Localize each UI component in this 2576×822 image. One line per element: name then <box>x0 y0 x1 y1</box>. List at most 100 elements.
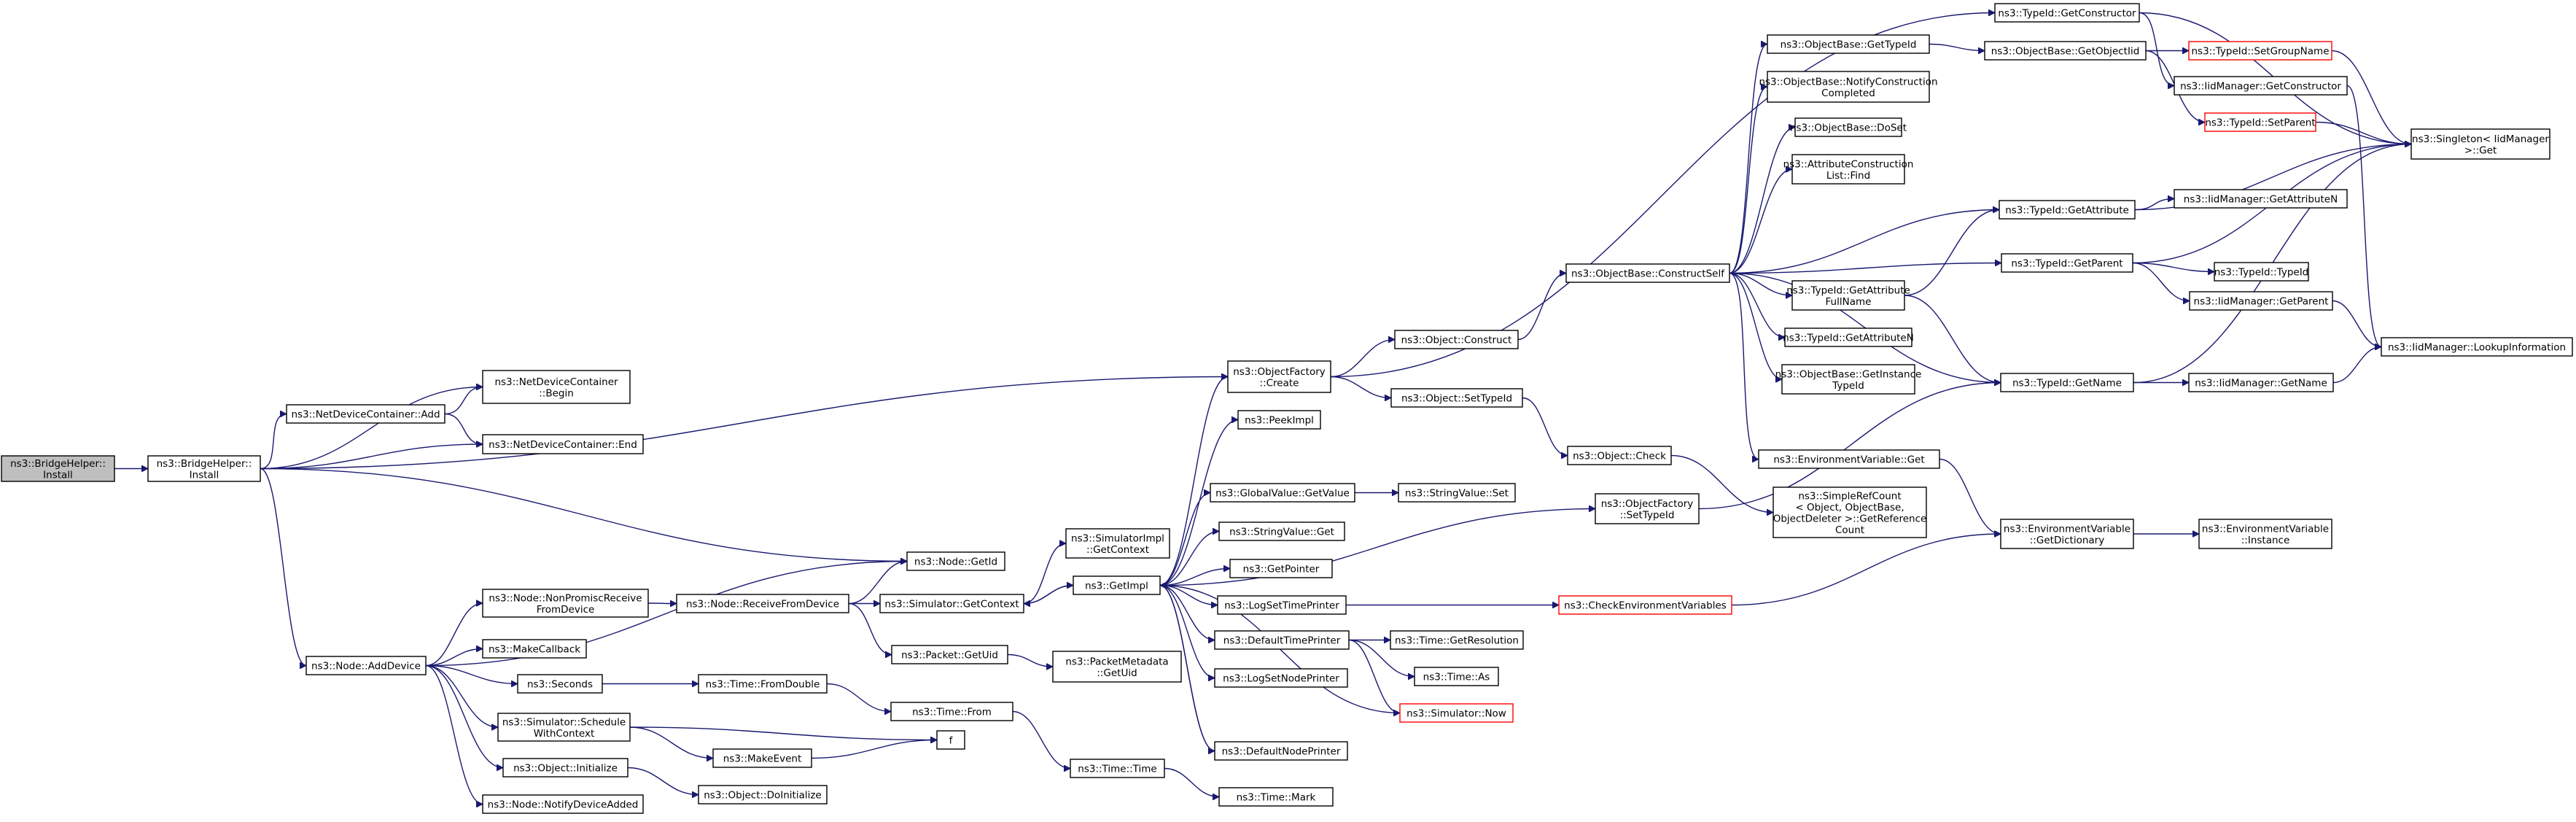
node-iidmanager-getname[interactable]: ns3::IidManager::GetName <box>2188 373 2334 392</box>
node-objectfactory-create[interactable]: ns3::ObjectFactory::Create <box>1227 360 1331 393</box>
node-label: ns3::Time::FromDouble <box>706 679 820 691</box>
node-makecallback[interactable]: ns3::MakeCallback <box>482 639 587 659</box>
node-label: ns3::ObjectBase::ConstructSelf <box>1571 268 1725 280</box>
call-edge-node-adddevice-to-object-initialize <box>425 664 503 768</box>
node-typeid-setgroupname[interactable]: ns3::TypeId::SetGroupName <box>2188 41 2332 61</box>
node-defaultnodeprinter[interactable]: ns3::DefaultNodePrinter <box>1214 741 1348 761</box>
node-iidmanager-getconstructor[interactable]: ns3::IidManager::GetConstructor <box>2174 76 2348 96</box>
node-label: ns3::GetImpl <box>1085 581 1148 592</box>
node-peekimpl[interactable]: ns3::PeekImpl <box>1237 410 1321 430</box>
node-environmentvariable-instance[interactable]: ns3::EnvironmentVariable::Instance <box>2198 519 2332 549</box>
node-typeid-getname[interactable]: ns3::TypeId::GetName <box>2000 373 2134 392</box>
node-time-as[interactable]: ns3::Time::As <box>1414 667 1499 686</box>
node-objectbase-doset[interactable]: ns3::ObjectBase::DoSet <box>1790 117 1907 137</box>
node-object-construct[interactable]: ns3::Object::Construct <box>1394 330 1519 349</box>
node-time-time[interactable]: ns3::Time::Time <box>1070 759 1165 778</box>
call-edge-bridgehelper-install-to-node-getid <box>260 468 907 562</box>
node-netdevicecontainer-add[interactable]: ns3::NetDeviceContainer::Add <box>286 404 445 424</box>
node-label: ns3::StringValue::Set <box>1405 488 1509 500</box>
node-box <box>147 455 261 482</box>
node-label: ns3::Time::As <box>1423 672 1490 683</box>
node-box <box>2204 112 2316 132</box>
node-objectbase-constructself[interactable]: ns3::ObjectBase::ConstructSelf <box>1565 263 1730 283</box>
node-f[interactable]: f <box>936 730 965 750</box>
call-edge-iidmanager-getparent-to-iidmanager-lookupinformation <box>2332 300 2382 347</box>
node-label: ns3::MakeEvent <box>723 753 802 765</box>
node-getpointer[interactable]: ns3::GetPointer <box>1229 559 1333 578</box>
call-edge-node-adddevice-to-node-notifydeviceadded <box>425 664 483 804</box>
node-box <box>1767 34 1930 54</box>
node-packet-getuid[interactable]: ns3::Packet::GetUid <box>891 645 1008 664</box>
node-label: ns3::NetDeviceContainer::Add <box>291 409 440 421</box>
node-label: ns3::ObjectBase::GetTypeId <box>1781 39 1917 51</box>
node-node-adddevice[interactable]: ns3::Node::AddDevice <box>306 656 427 675</box>
node-objectbase-notifyconstructioncompleted[interactable]: ns3::ObjectBase::NotifyConstructionCompl… <box>1759 71 1938 103</box>
node-simplerefcount[interactable]: ns3::SimpleRefCount< Object, ObjectBase,… <box>1773 486 1927 538</box>
node-label: ns3::Time::Time <box>1078 764 1156 775</box>
node-label: ns3::NetDeviceContainer <box>494 376 618 388</box>
node-box <box>1595 493 1700 524</box>
node-netdevicecontainer-end[interactable]: ns3::NetDeviceContainer::End <box>482 434 644 454</box>
node-object-check[interactable]: ns3::Object::Check <box>1567 446 1672 465</box>
node-typeid-getconstructor[interactable]: ns3::TypeId::GetConstructor <box>1994 3 2140 23</box>
node-node-getid[interactable]: ns3::Node::GetId <box>906 551 1005 571</box>
node-logsetnodeprinter[interactable]: ns3::LogSetNodePrinter <box>1214 668 1348 688</box>
node-simulator-now[interactable]: ns3::Simulator::Now <box>1399 703 1514 723</box>
node-box <box>712 748 812 768</box>
node-box <box>2381 337 2573 357</box>
node-defaulttimeprinter[interactable]: ns3::DefaultTimePrinter <box>1214 630 1350 650</box>
node-label: ns3::Packet::GetUid <box>901 650 998 662</box>
node-box <box>879 594 1024 613</box>
node-checkenvironmentvariables[interactable]: ns3::CheckEnvironmentVariables <box>1558 595 1732 615</box>
node-time-fromdouble[interactable]: ns3::Time::FromDouble <box>698 674 828 694</box>
node-objectbase-getobjectiid[interactable]: ns3::ObjectBase::GetObjectIid <box>1984 41 2147 61</box>
node-object-settypeid[interactable]: ns3::Object::SetTypeId <box>1390 388 1523 408</box>
node-simulator-getcontext[interactable]: ns3::Simulator::GetContext <box>879 594 1024 613</box>
node-iidmanager-lookupinformation[interactable]: ns3::IidManager::LookupInformation <box>2381 337 2573 357</box>
node-typeid-getparent[interactable]: ns3::TypeId::GetParent <box>2001 253 2133 273</box>
node-bridgehelper-install-root[interactable]: ns3::BridgeHelper::Install <box>1 455 115 482</box>
node-label: ns3::PacketMetadata <box>1065 656 1168 667</box>
node-objectbase-gettypeid[interactable]: ns3::ObjectBase::GetTypeId <box>1767 34 1930 54</box>
node-time-getresolution[interactable]: ns3::Time::GetResolution <box>1390 630 1524 650</box>
node-getimpl[interactable]: ns3::GetImpl <box>1073 575 1161 595</box>
node-box <box>497 713 631 742</box>
node-label: ns3::Object::Construct <box>1401 335 1512 346</box>
node-node-receivefromdevice[interactable]: ns3::Node::ReceiveFromDevice <box>676 594 849 613</box>
node-label: ns3::TypeId::GetParent <box>2011 258 2122 270</box>
node-packetmetadata-getuid[interactable]: ns3::PacketMetadata::GetUid <box>1052 651 1182 683</box>
node-environmentvariable-getdictionary[interactable]: ns3::EnvironmentVariable::GetDictionary <box>2000 519 2134 549</box>
node-time-from[interactable]: ns3::Time::From <box>890 702 1013 721</box>
node-typeid-setparent[interactable]: ns3::TypeId::SetParent <box>2204 112 2316 132</box>
node-netdevicecontainer-begin[interactable]: ns3::NetDeviceContainer::Begin <box>482 370 631 404</box>
node-iidmanager-getattributen[interactable]: ns3::IidManager::GetAttributeN <box>2174 189 2348 209</box>
node-typeid-getattributen[interactable]: ns3::TypeId::GetAttributeN <box>1783 327 1914 347</box>
call-edge-objectfactory-create-to-typeid-getconstructor <box>1330 13 1995 378</box>
node-logsettimeprinter[interactable]: ns3::LogSetTimePrinter <box>1217 595 1347 615</box>
node-typeid-typeid[interactable]: ns3::TypeId::TypeId <box>2214 262 2309 282</box>
node-object-initialize[interactable]: ns3::Object::Initialize <box>502 758 629 778</box>
node-environmentvariable-get[interactable]: ns3::EnvironmentVariable::Get <box>1758 449 1940 469</box>
node-bridgehelper-install[interactable]: ns3::BridgeHelper::Install <box>147 455 261 482</box>
call-edge-environmentvariable-get-to-environmentvariable-getdictionary <box>1939 458 2001 535</box>
node-singleton-get[interactable]: ns3::Singleton< IidManager>::Get <box>2410 128 2550 160</box>
node-stringvalue-set[interactable]: ns3::StringValue::Set <box>1398 483 1516 503</box>
node-node-notifydeviceadded[interactable]: ns3::Node::NotifyDeviceAdded <box>482 794 644 814</box>
node-objectfactory-settypeid[interactable]: ns3::ObjectFactory::SetTypeId <box>1595 493 1700 524</box>
node-stringvalue-get[interactable]: ns3::StringValue::Get <box>1218 521 1345 541</box>
node-makeevent[interactable]: ns3::MakeEvent <box>712 748 812 768</box>
node-typeid-getattribute[interactable]: ns3::TypeId::GetAttribute <box>1999 200 2136 220</box>
node-simulatorimpl-getcontext[interactable]: ns3::SimulatorImpl::GetContext <box>1065 528 1170 559</box>
node-time-mark[interactable]: ns3::Time::Mark <box>1218 787 1334 807</box>
node-globalvalue-getvalue[interactable]: ns3::GlobalValue::GetValue <box>1210 483 1355 503</box>
node-seconds[interactable]: ns3::Seconds <box>517 674 603 694</box>
call-edge-defaultnodeprinter-to-getimpl <box>1159 586 1215 752</box>
node-iidmanager-getparent[interactable]: ns3::IidManager::GetParent <box>2189 291 2333 311</box>
call-edge-getimpl-to-globalvalue-getvalue <box>1159 493 1211 586</box>
node-object-doinitialize[interactable]: ns3::Object::DoInitialize <box>698 785 828 804</box>
